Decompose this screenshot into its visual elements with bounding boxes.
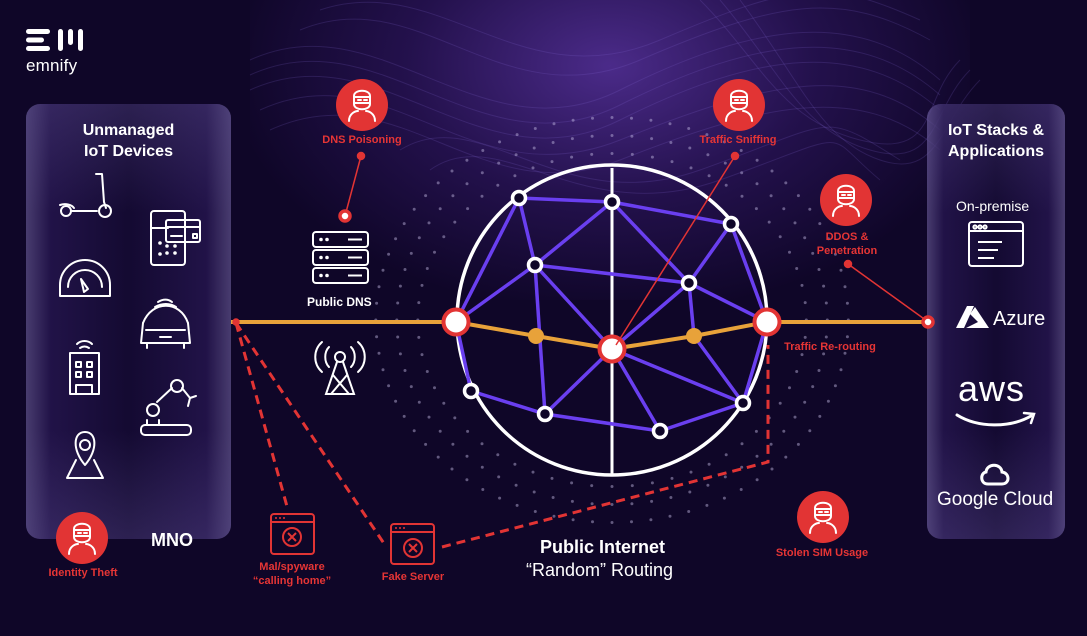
on-premise-label: On-premise: [956, 198, 1030, 214]
dns-poisoning-hacker-icon: [336, 79, 388, 131]
robot-arm-icon: [140, 379, 197, 436]
mesh-node: [734, 394, 752, 412]
connector-dot: [232, 318, 240, 326]
left-panel-title: Unmanaged IoT Devices: [82, 122, 175, 160]
stolen-sim-hacker-icon: [797, 491, 849, 543]
mesh-node: [722, 215, 740, 233]
dns-poisoning-label: DNS Poisoning: [322, 134, 402, 146]
server-stack-icon: [312, 231, 369, 284]
speedometer-icon: [59, 259, 111, 297]
identity-theft-hacker-icon: [56, 512, 108, 564]
traffic-sniffing-hacker-icon: [713, 79, 765, 131]
unmanaged-iot-devices-panel: Unmanaged IoT Devices: [26, 104, 231, 539]
dns-poisoning-connector: [344, 155, 362, 217]
malware-window-icon: [270, 513, 315, 555]
dns-endpoint-node: [338, 209, 352, 223]
smart-building-icon: [69, 340, 100, 395]
public-internet-title: Public Internet: [540, 537, 666, 557]
mesh-node: [536, 405, 554, 423]
fake-server-window-icon: [390, 523, 435, 565]
cloud-endpoint-node: [921, 315, 935, 329]
ddos-label: DDOS & Penetration: [816, 231, 878, 257]
mesh-node: [651, 422, 669, 440]
mesh-node: [462, 382, 480, 400]
aws-arrow-icon: [1022, 411, 1036, 425]
globe-exit-node: [752, 307, 782, 337]
rerouting-dashed-link: [441, 345, 770, 549]
right-panel-title: IoT Stacks & Applications: [947, 122, 1045, 160]
public-dns-label: Public DNS: [307, 295, 372, 309]
aws-smile-icon: [955, 413, 1033, 427]
ddos-connector: [847, 263, 928, 322]
iot-stacks-panel: IoT Stacks & Applications: [927, 104, 1065, 539]
connector-dot: [730, 151, 740, 161]
route-node: [686, 328, 702, 344]
mno-label: MNO: [151, 530, 193, 550]
fake-server-dashed-link: [234, 322, 387, 546]
emnify-logo-text: emnify: [26, 56, 78, 75]
location-pin-icon: [66, 431, 104, 479]
fake-server-label: Fake Server: [381, 571, 445, 583]
connected-car-icon: [140, 298, 191, 349]
azure-logo-icon: [956, 306, 989, 328]
traffic-rerouting-label: Traffic Re-routing: [784, 341, 876, 353]
e-scooter-icon: [59, 173, 112, 218]
route-node: [528, 328, 544, 344]
stolen-sim-label: Stolen SIM Usage: [775, 547, 869, 559]
emnify-logo-mark: [26, 29, 83, 51]
globe-entry-node: [441, 307, 471, 337]
connector-dot: [356, 151, 366, 161]
ddos-hacker-icon: [820, 174, 872, 226]
traffic-sniffing-label: Traffic Sniffing: [699, 134, 777, 146]
traffic-sniffing-connector: [615, 155, 736, 346]
globe-center-node: [597, 334, 627, 364]
mesh-node: [510, 189, 528, 207]
on-premise-server-icon: [968, 221, 1024, 267]
connector-dot: [843, 259, 853, 269]
google-cloud-icon: [980, 463, 1010, 486]
malware-label: Mal/spyware “calling home”: [252, 561, 332, 587]
cell-tower-icon: [314, 341, 366, 395]
google-cloud-label: Google Cloud: [937, 489, 1054, 510]
mesh-node: [526, 256, 544, 274]
mesh-node: [680, 274, 698, 292]
mesh-network: [454, 196, 769, 433]
identity-theft-label: Identity Theft: [48, 567, 118, 579]
payment-terminal-icon: [150, 210, 201, 266]
malware-dashed-link: [234, 322, 290, 511]
random-routing-subtitle: “Random” Routing: [526, 560, 674, 580]
mesh-node: [603, 193, 621, 211]
aws-label: aws: [958, 368, 1026, 409]
azure-label: Azure: [993, 308, 1046, 330]
